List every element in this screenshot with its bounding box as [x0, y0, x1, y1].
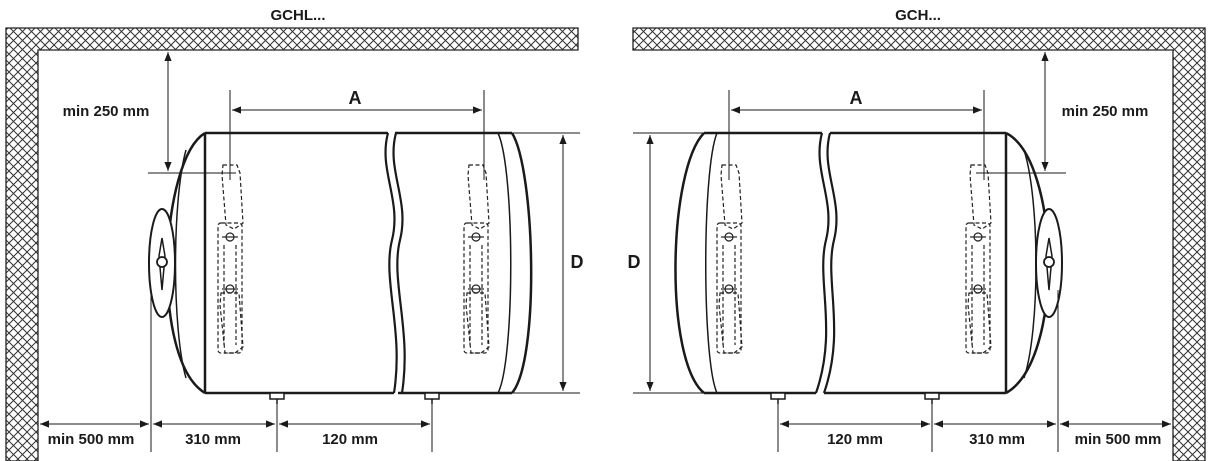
right-pipe-connectors: [770, 392, 940, 404]
left-mounting-brackets: [217, 164, 490, 354]
left-model-title: GCHL...: [271, 7, 326, 24]
right-dimension-d-label: D: [628, 252, 641, 272]
left-thermostat-knob-icon: [148, 208, 176, 318]
right-wall: [632, 27, 1206, 461]
right-model-title: GCH...: [895, 7, 941, 24]
right-dimension-lines: [633, 52, 1171, 452]
left-diagram: GCHL...: [5, 7, 584, 461]
left-dimension-lines: [40, 52, 580, 452]
left-water-heater: [148, 131, 533, 404]
left-dimension-d-label: D: [571, 252, 584, 272]
left-pipe-spacing-label: 120 mm: [322, 431, 378, 448]
right-side-clearance-label: min 500 mm: [1075, 431, 1162, 448]
right-diagram: GCH...: [628, 7, 1206, 461]
right-water-heater: [674, 131, 1063, 404]
right-pipe-offset-label: 310 mm: [969, 431, 1025, 448]
left-wall: [5, 27, 579, 461]
right-mounting-brackets: [716, 164, 992, 354]
left-dimension-a-label: A: [349, 88, 362, 108]
left-pipe-offset-label: 310 mm: [185, 431, 241, 448]
left-top-clearance-label: min 250 mm: [63, 103, 150, 120]
right-thermostat-knob-icon: [1035, 208, 1063, 318]
left-side-clearance-label: min 500 mm: [48, 431, 135, 448]
right-pipe-spacing-label: 120 mm: [827, 431, 883, 448]
right-top-clearance-label: min 250 mm: [1062, 103, 1149, 120]
left-pipe-connectors: [269, 392, 440, 404]
right-dimension-a-label: A: [850, 88, 863, 108]
